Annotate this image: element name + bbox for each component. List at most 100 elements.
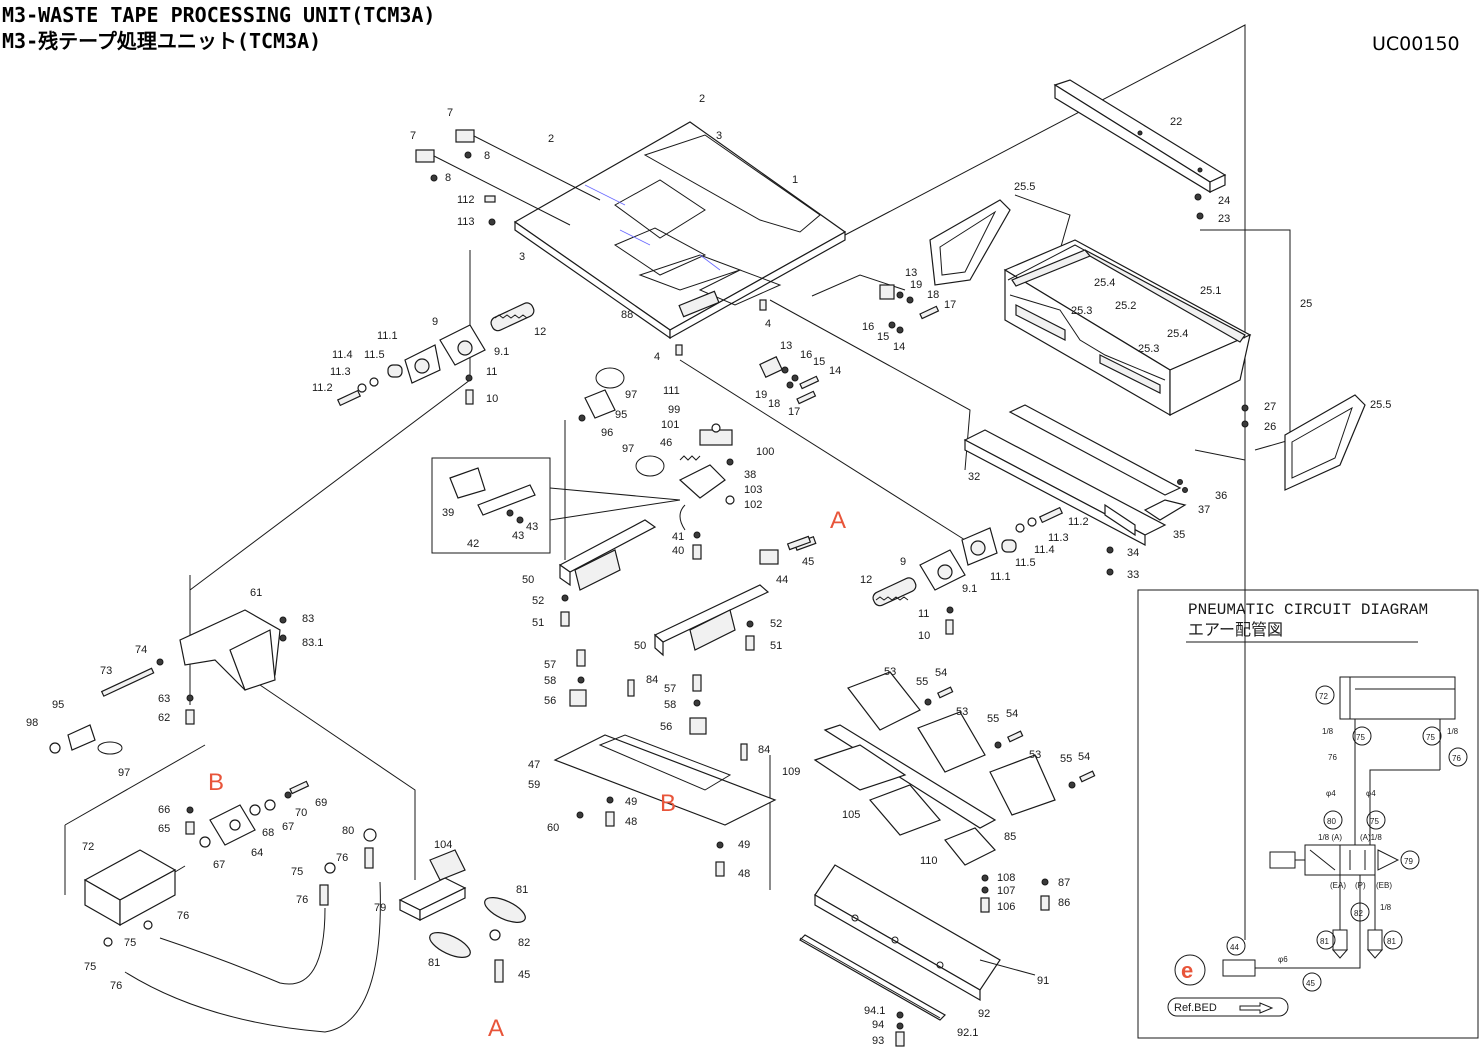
left-mount-bracket [49, 609, 287, 755]
label-11-1-left: 11.1 [377, 330, 398, 342]
label-44: 44 [776, 574, 788, 586]
label-67-right: 67 [282, 821, 294, 833]
label-113: 113 [457, 216, 475, 228]
port-eb: (EB) [1376, 881, 1392, 890]
label-46: 46 [660, 437, 672, 449]
label-86: 86 [1058, 897, 1070, 909]
label-76-d: 76 [296, 894, 308, 906]
label-45-center: 45 [802, 556, 814, 568]
label-11-right: 11 [918, 608, 929, 620]
phi-6: φ6 [1278, 955, 1288, 964]
label-19-center: 19 [755, 389, 767, 401]
label-55-a: 55 [916, 676, 928, 688]
label-45-bottom: 45 [518, 969, 530, 981]
label-75-b: 75 [84, 961, 96, 973]
label-25: 25 [1300, 298, 1312, 310]
label-97-left: 97 [118, 767, 130, 779]
label-25-4-bottom: 25.4 [1167, 328, 1188, 340]
circle-81-right: 81 [1387, 937, 1396, 946]
label-49-a: 49 [625, 796, 637, 808]
label-9-left: 9 [432, 316, 438, 328]
circle-76-right: 76 [1452, 754, 1461, 763]
label-106: 106 [997, 901, 1015, 913]
ref-bed-label: Ref.BED [1174, 1002, 1217, 1014]
label-50-center: 50 [634, 640, 646, 652]
label-11-4-right: 11.4 [1034, 544, 1055, 556]
title-japanese: M3-残テープ処理ユニット(TCM3A) [2, 29, 321, 53]
label-17-top: 17 [944, 299, 956, 311]
label-109: 109 [782, 766, 800, 778]
circle-82: 82 [1354, 909, 1363, 918]
pneumatic-title-en: PNEUMATIC CIRCUIT DIAGRAM [1188, 601, 1428, 619]
cylinder-symbol [1339, 676, 1456, 720]
label-52-center: 52 [770, 618, 782, 630]
label-108: 108 [997, 872, 1015, 884]
label-54-a: 54 [935, 667, 947, 679]
label-58-left: 58 [544, 675, 556, 687]
label-25-5-right: 25.5 [1370, 399, 1391, 411]
label-22: 22 [1170, 116, 1182, 128]
label-11-3-left: 11.3 [330, 366, 351, 378]
label-96: 96 [601, 427, 613, 439]
label-92-1: 92.1 [957, 1027, 978, 1039]
label-19-top: 19 [910, 279, 922, 291]
label-27: 27 [1264, 401, 1276, 413]
label-80: 80 [342, 825, 354, 837]
label-25-1: 25.1 [1200, 285, 1221, 297]
label-11-1-right: 11.1 [990, 571, 1011, 583]
label-11-5-right: 11.5 [1015, 557, 1036, 569]
label-51-center: 51 [770, 640, 782, 652]
label-16-center: 16 [800, 349, 812, 361]
label-69: 69 [315, 797, 327, 809]
label-64: 64 [251, 847, 263, 859]
air-cylinder [83, 849, 186, 947]
label-3-left: 3 [519, 251, 525, 263]
label-7-top: 7 [447, 107, 453, 119]
label-68: 68 [262, 827, 274, 839]
label-2-top: 2 [699, 93, 705, 105]
circle-75-a: 75 [1356, 733, 1365, 742]
label-24: 24 [1218, 195, 1230, 207]
label-99: 99 [668, 404, 680, 416]
label-63: 63 [158, 693, 170, 705]
label-53-b: 53 [956, 706, 968, 718]
circle-72: 72 [1319, 692, 1328, 701]
label-53-c: 53 [1029, 749, 1041, 761]
waste-tape-box [929, 199, 1366, 491]
label-12-left: 12 [534, 326, 546, 338]
label-55-b: 55 [987, 713, 999, 725]
label-105: 105 [842, 809, 860, 821]
label-25-3-top: 25.3 [1071, 305, 1092, 317]
label-16-top: 16 [862, 321, 874, 333]
label-85: 85 [1004, 831, 1016, 843]
label-1: 1 [792, 174, 798, 186]
label-25-5-top: 25.5 [1014, 181, 1035, 193]
air-tubes [124, 847, 381, 1033]
label-92: 92 [978, 1008, 990, 1020]
label-18-center: 18 [768, 398, 780, 410]
label-101: 101 [661, 419, 679, 431]
pointing-hand-icon [1239, 1002, 1274, 1014]
circle-79: 79 [1404, 857, 1413, 866]
bracket-plate [553, 649, 777, 877]
label-47: 47 [528, 759, 540, 771]
label-79: 79 [374, 902, 386, 914]
label-13-center: 13 [780, 340, 792, 352]
size-1-8-bottom: 1/8 [1380, 903, 1392, 912]
label-15-top: 15 [877, 331, 889, 343]
label-49-b: 49 [738, 839, 750, 851]
label-67-left: 67 [213, 859, 225, 871]
label-95-center: 95 [615, 409, 627, 421]
label-36: 36 [1215, 490, 1227, 502]
letter-callouts: A A B B [208, 507, 846, 1042]
label-10-left: 10 [486, 393, 498, 405]
cylinder-bracket-right [872, 506, 1064, 635]
label-55-c: 55 [1060, 753, 1072, 765]
label-35: 35 [1173, 529, 1185, 541]
fastener-groups [675, 284, 940, 405]
label-4-center: 4 [654, 351, 660, 363]
circle-44: 44 [1230, 943, 1239, 952]
drawing-code: UC00150 [1372, 33, 1460, 55]
circle-45: 45 [1306, 979, 1315, 988]
label-88: 88 [621, 309, 633, 321]
